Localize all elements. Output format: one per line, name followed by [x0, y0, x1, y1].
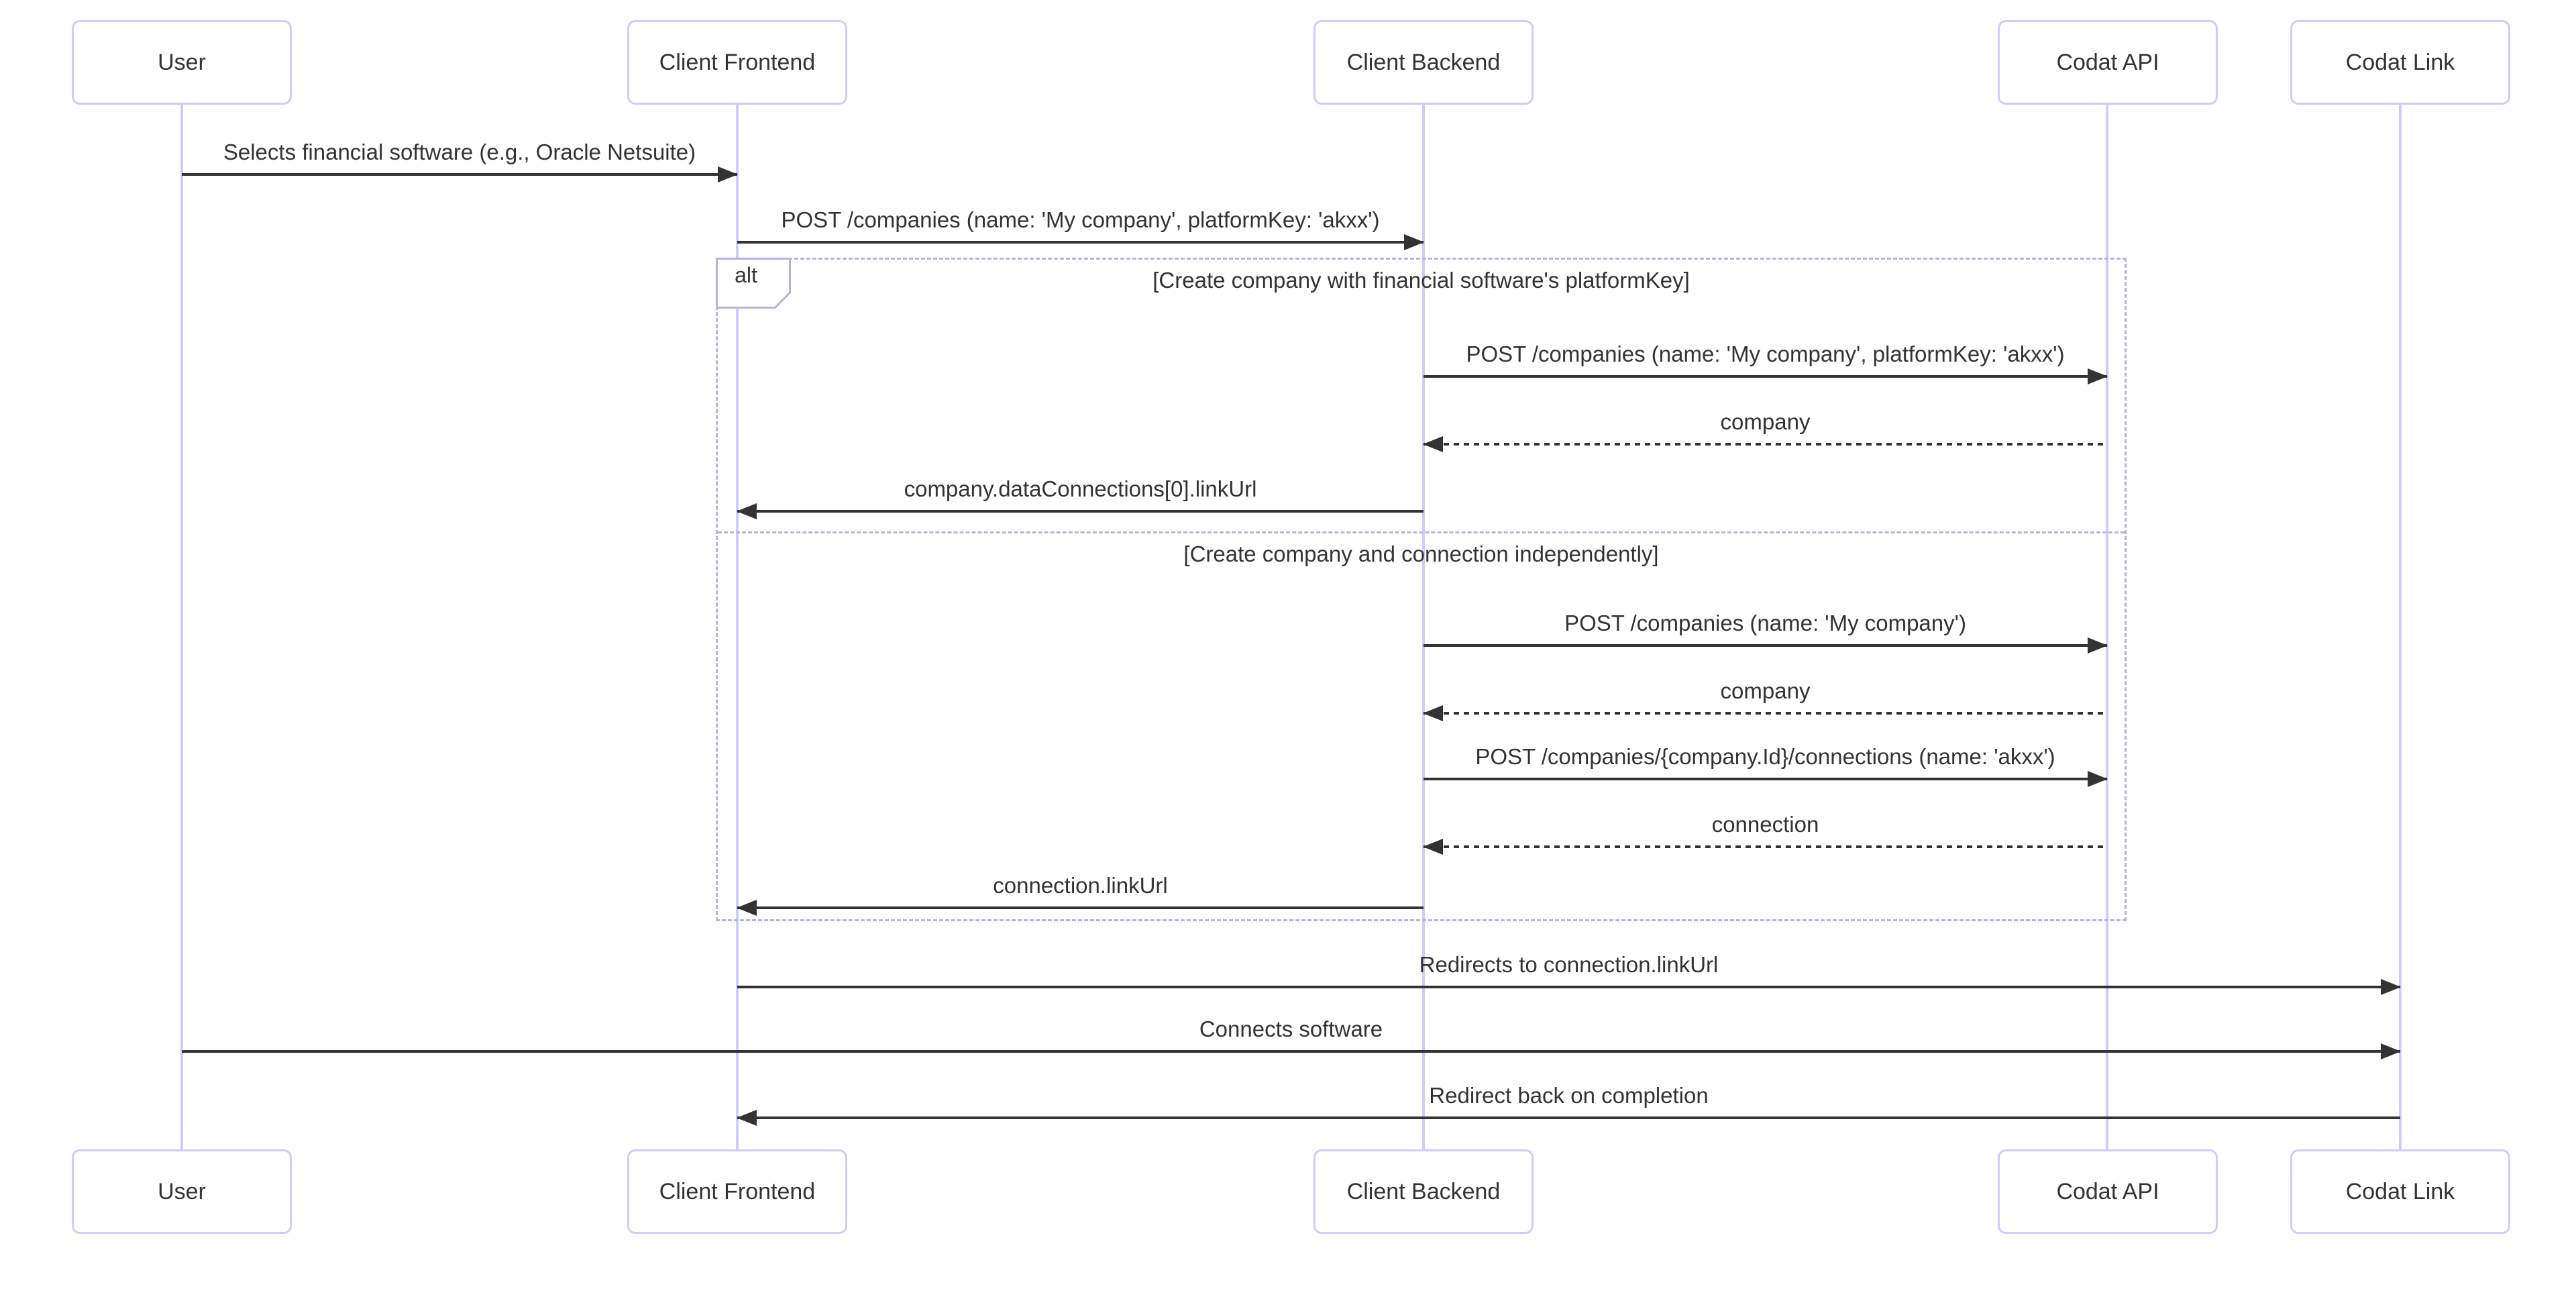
- message-post-companies-name-only: POST /companies (name: 'My company'): [1424, 607, 2108, 654]
- lifeline-user: [180, 105, 183, 1149]
- alt-label-tab: alt: [716, 258, 791, 309]
- alt-tab-shape: [716, 258, 791, 309]
- alt-condition-2: [Create company and connection independe…: [1183, 541, 1659, 566]
- actor-bottom-codat-api: Codat API: [1998, 1149, 2218, 1234]
- arrowhead-left-icon: [1423, 436, 1443, 452]
- arrowhead-right-icon: [2381, 979, 2401, 995]
- message-line: [1424, 443, 2107, 446]
- message-line: [1424, 644, 2107, 647]
- arrowhead-left-icon: [1423, 839, 1443, 855]
- message-label: Redirects to connection.linkUrl: [1419, 952, 1719, 977]
- message-line: [737, 510, 1424, 513]
- message-line: [182, 1050, 2400, 1053]
- actor-label: Client Backend: [1346, 1178, 1501, 1204]
- actor-bottom-codat-link: Codat Link: [2290, 1149, 2510, 1234]
- message-redirects-to-linkurl: Redirects to connection.linkUrl: [737, 948, 2401, 995]
- message-line: [1424, 845, 2107, 848]
- message-label: connection.linkUrl: [993, 873, 1168, 898]
- message-label: Selects financial software (e.g., Oracle…: [223, 140, 696, 164]
- message-return-company-2: company: [1423, 674, 2107, 721]
- message-line: [182, 173, 737, 176]
- message-post-companies-platformkey-frontend: POST /companies (name: 'My company', pla…: [737, 203, 1424, 250]
- actor-top-codat-link: Codat Link: [2290, 20, 2510, 105]
- actor-label: Client Backend: [1346, 49, 1501, 75]
- message-selects-financial-software: Selects financial software (e.g., Oracle…: [182, 136, 738, 183]
- arrowhead-left-icon: [737, 503, 757, 519]
- message-line: [737, 906, 1424, 909]
- lifeline-codat-link: [2399, 105, 2402, 1149]
- actor-label: Codat API: [2056, 49, 2159, 75]
- message-line: [737, 986, 2400, 988]
- actor-top-user: User: [72, 20, 292, 105]
- actor-top-codat-api: Codat API: [1998, 20, 2218, 105]
- message-line: [1424, 375, 2107, 378]
- arrowhead-right-icon: [2088, 637, 2108, 654]
- arrowhead-right-icon: [2088, 771, 2108, 787]
- message-label: POST /companies (name: 'My company', pla…: [1466, 342, 2065, 366]
- message-label: connection: [1711, 812, 1819, 837]
- message-label: POST /companies/{company.Id}/connections…: [1475, 744, 2055, 769]
- actor-label: Codat Link: [2345, 49, 2455, 75]
- message-label: company: [1720, 409, 1811, 434]
- message-line: [737, 241, 1424, 244]
- message-label: Connects software: [1199, 1017, 1383, 1041]
- message-line: [1424, 712, 2107, 715]
- arrowhead-right-icon: [1404, 234, 1424, 250]
- lifeline-client-frontend: [736, 105, 739, 1149]
- alt-branch-divider: [718, 531, 2125, 533]
- message-connects-software: Connects software: [182, 1012, 2401, 1059]
- actor-label: User: [158, 49, 206, 75]
- arrowhead-left-icon: [737, 900, 757, 916]
- message-dataconnections-linkurl: company.dataConnections[0].linkUrl: [737, 472, 1424, 519]
- message-post-companies-platformkey-backend: POST /companies (name: 'My company', pla…: [1424, 337, 2108, 384]
- alt-condition-1: [Create company with financial software'…: [1152, 268, 1690, 293]
- lifeline-codat-api: [2106, 105, 2108, 1149]
- message-line: [1424, 778, 2107, 780]
- message-connection-linkurl: connection.linkUrl: [737, 869, 1424, 916]
- message-line: [737, 1116, 2400, 1119]
- arrowhead-right-icon: [2381, 1043, 2401, 1059]
- actor-label: Codat Link: [2345, 1178, 2455, 1204]
- message-label: company: [1720, 678, 1811, 703]
- actor-label: Client Frontend: [659, 49, 816, 75]
- alt-fragment-frame: alt [Create company with financial softw…: [716, 258, 2127, 921]
- message-redirect-back: Redirect back on completion: [737, 1079, 2400, 1126]
- message-label: POST /companies (name: 'My company'): [1564, 611, 1966, 635]
- message-label: company.dataConnections[0].linkUrl: [904, 476, 1257, 501]
- arrowhead-left-icon: [1423, 705, 1443, 721]
- actor-bottom-user: User: [72, 1149, 292, 1234]
- message-return-connection: connection: [1423, 808, 2107, 855]
- actor-top-client-backend: Client Backend: [1313, 20, 1534, 105]
- actor-label: Client Frontend: [659, 1178, 816, 1204]
- message-return-company-1: company: [1423, 405, 2107, 452]
- message-post-connections: POST /companies/{company.Id}/connections…: [1424, 740, 2108, 787]
- actor-top-client-frontend: Client Frontend: [627, 20, 847, 105]
- actor-bottom-client-frontend: Client Frontend: [627, 1149, 847, 1234]
- arrowhead-right-icon: [718, 166, 738, 183]
- arrowhead-left-icon: [737, 1110, 757, 1126]
- message-label: Redirect back on completion: [1429, 1083, 1709, 1108]
- actor-bottom-client-backend: Client Backend: [1313, 1149, 1534, 1234]
- actor-label: User: [158, 1178, 206, 1204]
- message-label: POST /companies (name: 'My company', pla…: [781, 207, 1380, 232]
- alt-label: alt: [735, 263, 757, 287]
- arrowhead-right-icon: [2088, 368, 2108, 384]
- actor-label: Codat API: [2056, 1178, 2159, 1204]
- lifeline-client-backend: [1422, 105, 1425, 1149]
